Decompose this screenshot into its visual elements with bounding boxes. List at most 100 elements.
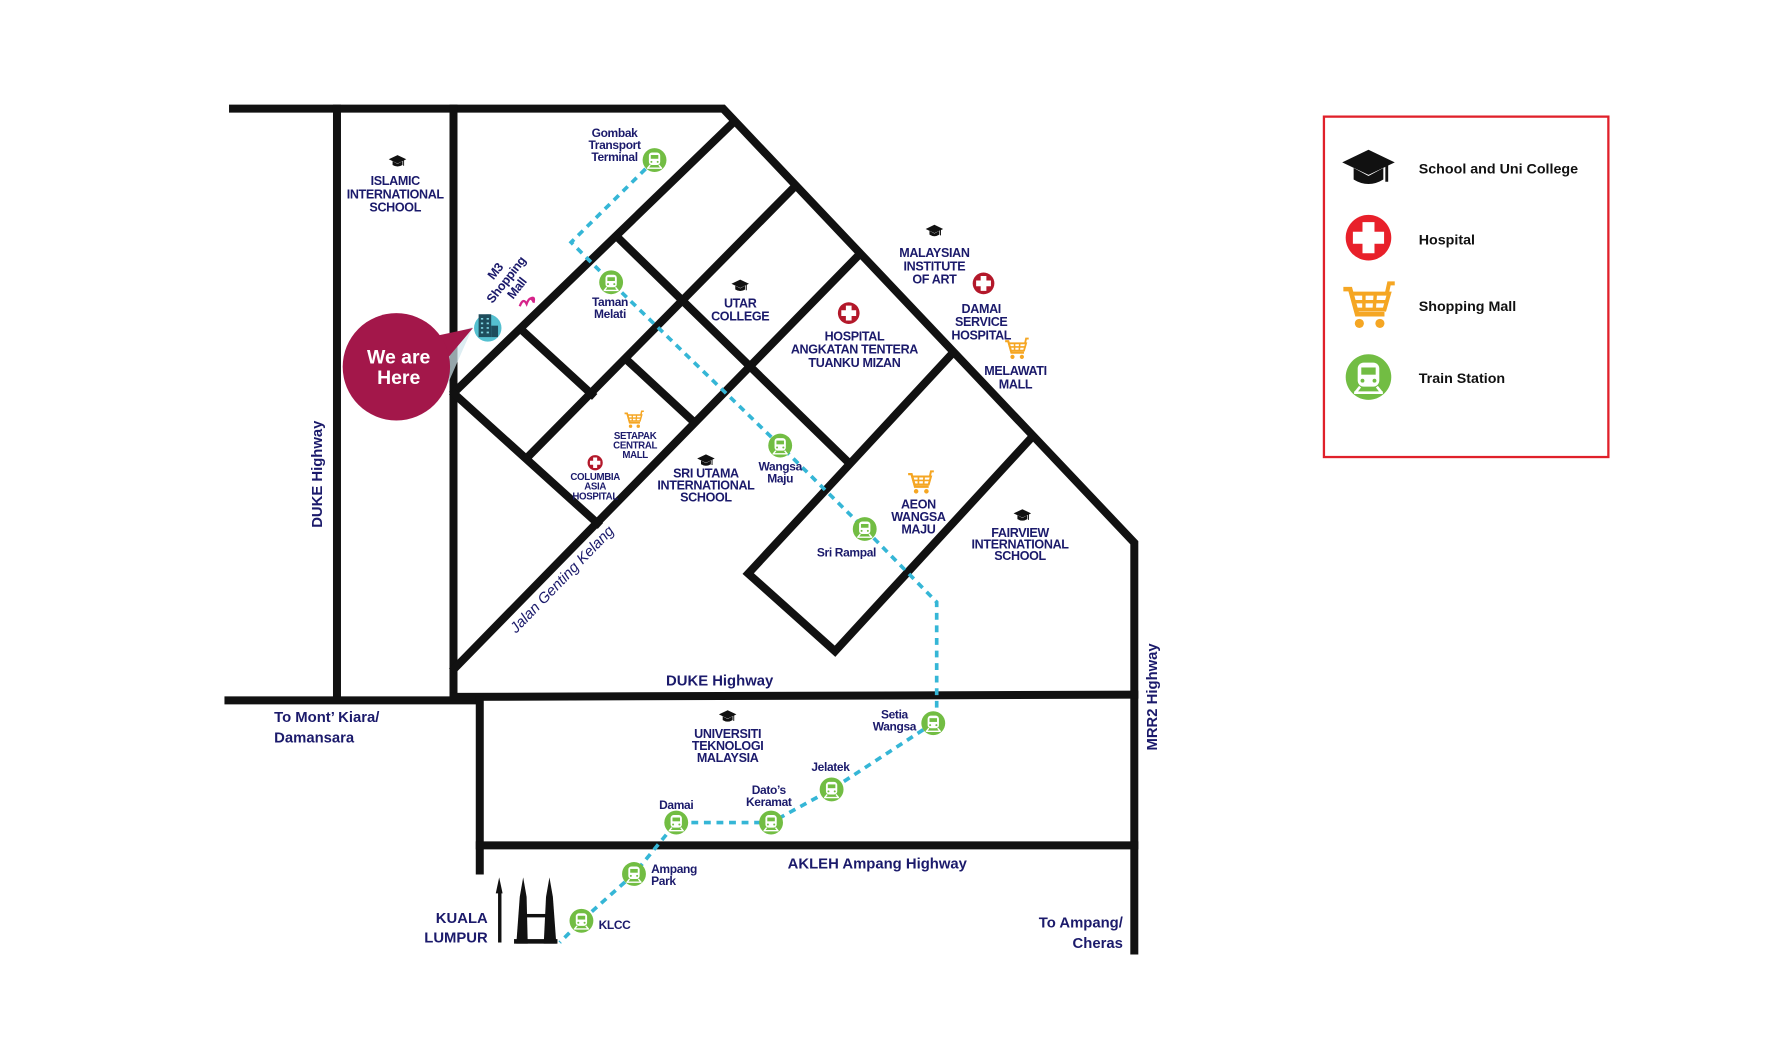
station-label-line: Taman [592, 295, 628, 309]
place-label-line: INTERNATIONAL [347, 187, 445, 201]
graduation-cap-icon [718, 709, 737, 723]
road-diag-d [517, 325, 598, 400]
marker-line-2: Here [377, 367, 420, 389]
legend-label-school: School and Uni College [1419, 162, 1578, 178]
road-jalan-genting-kelang [448, 251, 863, 675]
station-label-line: Park [651, 874, 676, 888]
place-label-line: SERVICE [955, 315, 1007, 329]
station-label-line: Melati [594, 307, 626, 321]
place-label-line: HOSPITAL [825, 330, 885, 344]
place-label-line: HOSPITAL [951, 328, 1011, 342]
graduation-cap-icon [1013, 508, 1032, 522]
station-label-line: Damai [659, 798, 693, 812]
road-diag-4 [624, 357, 698, 427]
place-label-line: SETAPAK [614, 431, 657, 442]
place-label-line: CENTRAL [613, 440, 657, 451]
place-label-line: COLLEGE [711, 310, 769, 324]
station-label-line: Transport [588, 138, 641, 152]
train-stations: GombakTransportTerminalTamanMelatiWangsa… [568, 126, 946, 934]
road-diag-b [612, 232, 855, 469]
legend-label-hospital: Hospital [1419, 233, 1475, 249]
station-label-line: Ampang [651, 862, 697, 876]
hospital-icon [1345, 214, 1392, 261]
train-icon [920, 710, 946, 736]
place-label-line: AEON [901, 497, 936, 511]
place-label-line: COLUMBIA [570, 472, 620, 483]
shopping-cart-icon [906, 470, 935, 495]
road-label-to-ampang-2: Cheras [1073, 936, 1123, 952]
place-label-line: OF ART [912, 272, 957, 286]
place-label-line: DAMAI [962, 302, 1001, 316]
m3-logo [518, 296, 536, 307]
station-label-line: Gombak [592, 126, 639, 140]
station-label-line: Wangsa [758, 460, 802, 474]
station-label-line: Wangsa [873, 720, 917, 734]
train-station[interactable]: KLCC [568, 908, 632, 934]
place-label-line: INTERNATIONAL [657, 479, 755, 493]
road-diag-3 [522, 182, 799, 463]
road-label-akleh: AKLEH Ampang Highway [788, 856, 968, 872]
place-label-line: TEKNOLOGI [692, 739, 764, 753]
city-label-1: KUALA [436, 911, 488, 927]
graduation-cap-icon [388, 154, 407, 167]
you-are-here-marker[interactable]: We are Here [342, 313, 473, 421]
road-label-duke-vertical: DUKE Highway [310, 420, 326, 528]
place-label-line: WANGSA [891, 510, 946, 524]
station-label-line: Maju [767, 472, 793, 486]
station-label-line: Dato’s [752, 783, 787, 797]
place-label-line: HOSPITAL [572, 491, 618, 502]
train-station[interactable]: Sri Rampal [817, 516, 878, 559]
place-label-line: SCHOOL [369, 200, 421, 214]
building-icon [474, 314, 502, 342]
place-label-line: UNIVERSITI [694, 727, 761, 741]
legend: School and Uni College Hospital Shopping… [1322, 115, 1610, 459]
place-label-line: SRI UTAMA [673, 467, 739, 481]
roads [224, 104, 1139, 955]
shopping-cart-icon [1004, 337, 1030, 361]
hospital-icon [972, 272, 995, 295]
place-label-line: INSTITUTE [904, 259, 966, 273]
train-station[interactable]: Damai [659, 798, 694, 836]
place-label-line: UTAR [724, 296, 757, 310]
train-icon [1344, 353, 1393, 402]
city-label-2: LUMPUR [424, 931, 488, 947]
station-label-line: Jelatek [811, 760, 850, 774]
graduation-cap-icon [925, 224, 944, 237]
train-station[interactable]: Jelatek [811, 760, 851, 803]
marker-line-1: We are [367, 346, 430, 368]
place-label-line: ASIA [584, 482, 606, 493]
road-label-to-ampang-1: To Ampang/ [1039, 916, 1123, 932]
road-label-mrr2: MRR2 Highway [1145, 643, 1161, 751]
train-icon [758, 810, 784, 836]
m3-mall-label: M3 Shopping Mall [484, 254, 530, 306]
place-label-line: MALL [999, 377, 1033, 391]
road-duke-highway [449, 690, 1139, 701]
station-label-line: Sri Rampal [817, 545, 876, 559]
petronas-towers-icon [495, 877, 558, 944]
station-label-line: KLCC [599, 918, 632, 932]
train-icon [663, 810, 689, 836]
place-label-line: MAJU [901, 523, 935, 537]
train-icon [767, 433, 793, 459]
place-label-line: FAIRVIEW [991, 526, 1049, 540]
